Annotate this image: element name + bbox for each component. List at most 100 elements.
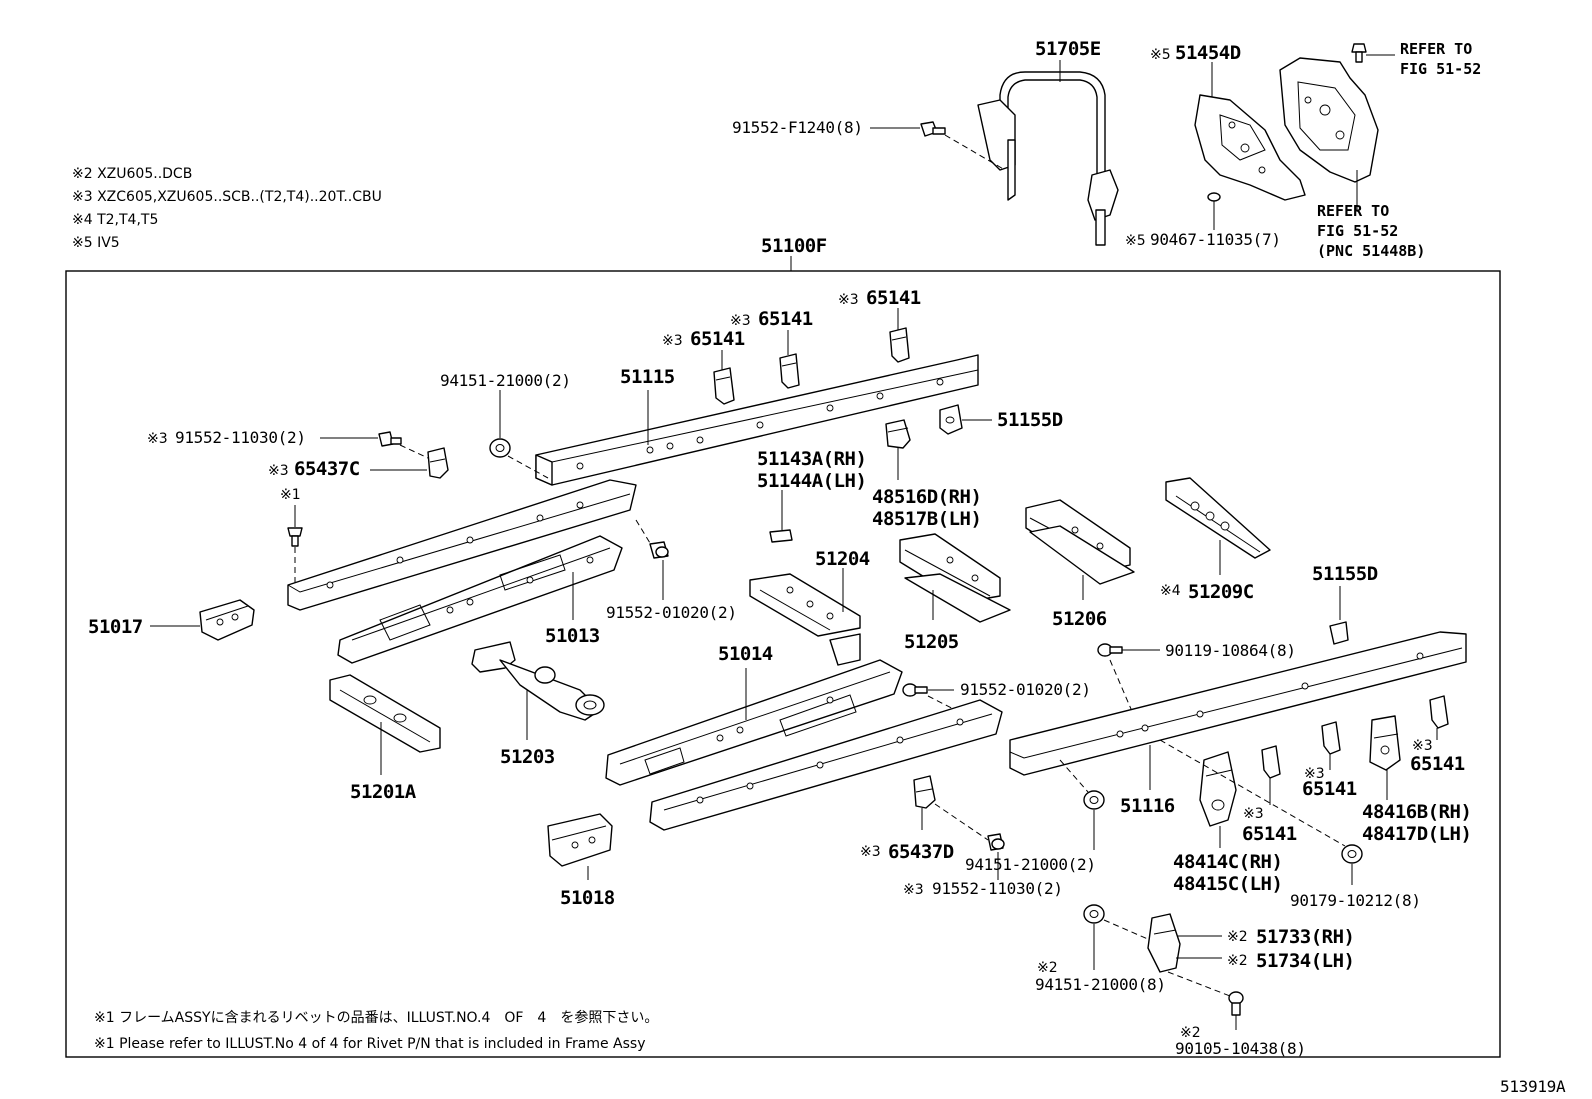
label-51143A[interactable]: 51143A(RH) — [757, 448, 867, 470]
refer-to-mid-2[interactable]: FIG 51-52 — [1317, 222, 1398, 240]
part-51018[interactable] — [547, 813, 613, 867]
label-65141-c[interactable]: 65141 — [866, 287, 921, 309]
label-51018[interactable]: 51018 — [560, 887, 615, 909]
label-51155D-a[interactable]: 51155D — [997, 409, 1063, 431]
part-51155D-b[interactable] — [1329, 621, 1349, 645]
refer-to-top-2[interactable]: FIG 51-52 — [1400, 60, 1481, 78]
label-51201A[interactable]: 51201A — [350, 781, 417, 803]
nut-94151-b[interactable] — [1083, 790, 1105, 810]
label-51205[interactable]: 51205 — [904, 631, 959, 653]
label-94151-21000-a[interactable]: 94151-21000(2) — [440, 371, 571, 390]
label-48416B[interactable]: 48416B(RH) — [1362, 801, 1472, 823]
part-51205[interactable] — [899, 533, 1011, 623]
bolt-91552-11030-b[interactable] — [987, 833, 1005, 851]
bolt-91552-01020-b[interactable] — [902, 683, 928, 697]
part-51203[interactable] — [471, 641, 605, 721]
label-48414C[interactable]: 48414C(RH) — [1173, 851, 1283, 873]
label-51705E[interactable]: 51705E — [1035, 38, 1101, 60]
refer-to-mid-3[interactable]: (PNC 51448B) — [1317, 242, 1425, 260]
label-91552-01020-a[interactable]: 91552-01020(2) — [606, 603, 737, 622]
label-94151-21000-b[interactable]: 94151-21000(2) — [965, 855, 1096, 874]
part-51017[interactable] — [199, 599, 255, 641]
label-48415C[interactable]: 48415C(LH) — [1173, 873, 1283, 895]
part-51201A[interactable] — [329, 674, 441, 753]
label-51733[interactable]: 51733(RH) — [1256, 926, 1355, 948]
label-90467-11035[interactable]: 90467-11035(7) — [1150, 230, 1281, 249]
nut-90179-10212[interactable] — [1341, 844, 1363, 864]
label-51014[interactable]: 51014 — [718, 643, 773, 665]
label-51206[interactable]: 51206 — [1052, 608, 1107, 630]
label-51454D[interactable]: 51454D — [1175, 42, 1241, 64]
part-65141-c[interactable] — [889, 327, 910, 363]
part-65141-d[interactable] — [1429, 695, 1449, 729]
label-48517B[interactable]: 48517B(LH) — [872, 508, 982, 530]
label-91552-11030-b[interactable]: 91552-11030(2) — [932, 879, 1063, 898]
label-51155D-b[interactable]: 51155D — [1312, 563, 1378, 585]
bolt-fig-51-52[interactable] — [1351, 43, 1367, 63]
part-51733[interactable] — [1147, 913, 1181, 973]
part-48414C[interactable] — [1199, 751, 1237, 827]
label-51209C[interactable]: 51209C — [1188, 581, 1254, 603]
label-65141-d[interactable]: 65141 — [1410, 753, 1465, 775]
label-51203[interactable]: 51203 — [500, 746, 555, 768]
part-65437C[interactable] — [427, 447, 449, 479]
label-65141-f[interactable]: 65141 — [1242, 823, 1297, 845]
part-65141-e[interactable] — [1321, 721, 1341, 755]
part-48516D[interactable] — [885, 419, 911, 449]
label-90119-10864[interactable]: 90119-10864(8) — [1165, 641, 1296, 660]
label-94151-21000-c[interactable]: 94151-21000(8) — [1035, 975, 1166, 994]
part-51116[interactable] — [649, 699, 1003, 831]
label-51204[interactable]: 51204 — [815, 548, 870, 570]
label-65437C[interactable]: 65437C — [294, 458, 360, 480]
part-65141-b[interactable] — [779, 353, 800, 389]
part-65437D[interactable] — [913, 775, 936, 809]
part-51454D[interactable] — [1194, 94, 1306, 201]
part-51013[interactable] — [337, 535, 623, 664]
label-91552-F1240[interactable]: 91552-F1240(8) — [732, 118, 863, 137]
bolt-91552-11030-a[interactable] — [378, 431, 402, 447]
bolt-91552-01020-a[interactable] — [649, 541, 669, 559]
label-51017[interactable]: 51017 — [88, 616, 143, 638]
mark-94151-c: ※2 — [1037, 960, 1058, 976]
nut-94151-a[interactable] — [489, 438, 511, 458]
part-48416B[interactable] — [1369, 715, 1401, 771]
assembly-label[interactable]: 51100F — [761, 235, 827, 257]
label-48417D[interactable]: 48417D(LH) — [1362, 823, 1472, 845]
part-panel-fig-51-52[interactable] — [1279, 57, 1379, 183]
part-51204[interactable] — [749, 573, 861, 666]
label-65141-e[interactable]: 65141 — [1302, 778, 1357, 800]
nut-94151-c[interactable] — [1083, 904, 1105, 924]
rivet-mark-1[interactable] — [287, 527, 303, 547]
bolt-91552-F1240[interactable] — [920, 121, 946, 137]
part-65141-a[interactable] — [713, 367, 735, 405]
label-65437D[interactable]: 65437D — [888, 841, 954, 863]
part-51209C[interactable] — [1165, 477, 1271, 559]
label-51144A[interactable]: 51144A(LH) — [757, 470, 867, 492]
part-65141-f[interactable] — [1261, 745, 1281, 779]
bolt-90119-10864[interactable] — [1097, 643, 1123, 657]
label-48516D[interactable]: 48516D(RH) — [872, 486, 982, 508]
part-51143A[interactable] — [769, 529, 793, 543]
label-90105-10438[interactable]: 90105-10438(8) — [1175, 1039, 1306, 1058]
part-51100F-front-rail[interactable] — [287, 479, 637, 611]
bolt-90105-10438[interactable] — [1228, 991, 1244, 1016]
part-51705E[interactable] — [977, 60, 1119, 246]
mark-rivet: ※1 — [280, 487, 301, 503]
label-65141-a[interactable]: 65141 — [690, 328, 745, 350]
part-51115[interactable] — [535, 354, 979, 486]
clip-90467-11035[interactable] — [1207, 192, 1221, 210]
label-51013[interactable]: 51013 — [545, 625, 600, 647]
label-51115[interactable]: 51115 — [620, 366, 675, 388]
label-91552-01020-b[interactable]: 91552-01020(2) — [960, 680, 1091, 699]
label-51734[interactable]: 51734(LH) — [1256, 950, 1355, 972]
label-65141-b[interactable]: 65141 — [758, 308, 813, 330]
part-51116-rail[interactable] — [1009, 631, 1467, 776]
label-51116[interactable]: 51116 — [1120, 795, 1175, 817]
part-51014[interactable] — [605, 659, 903, 786]
label-91552-11030-a[interactable]: 91552-11030(2) — [175, 428, 306, 447]
mark-91552-11030-a: ※3 — [147, 431, 168, 447]
label-90179-10212[interactable]: 90179-10212(8) — [1290, 891, 1421, 910]
part-51155D-a[interactable] — [939, 404, 963, 435]
part-51206[interactable] — [1025, 499, 1135, 585]
